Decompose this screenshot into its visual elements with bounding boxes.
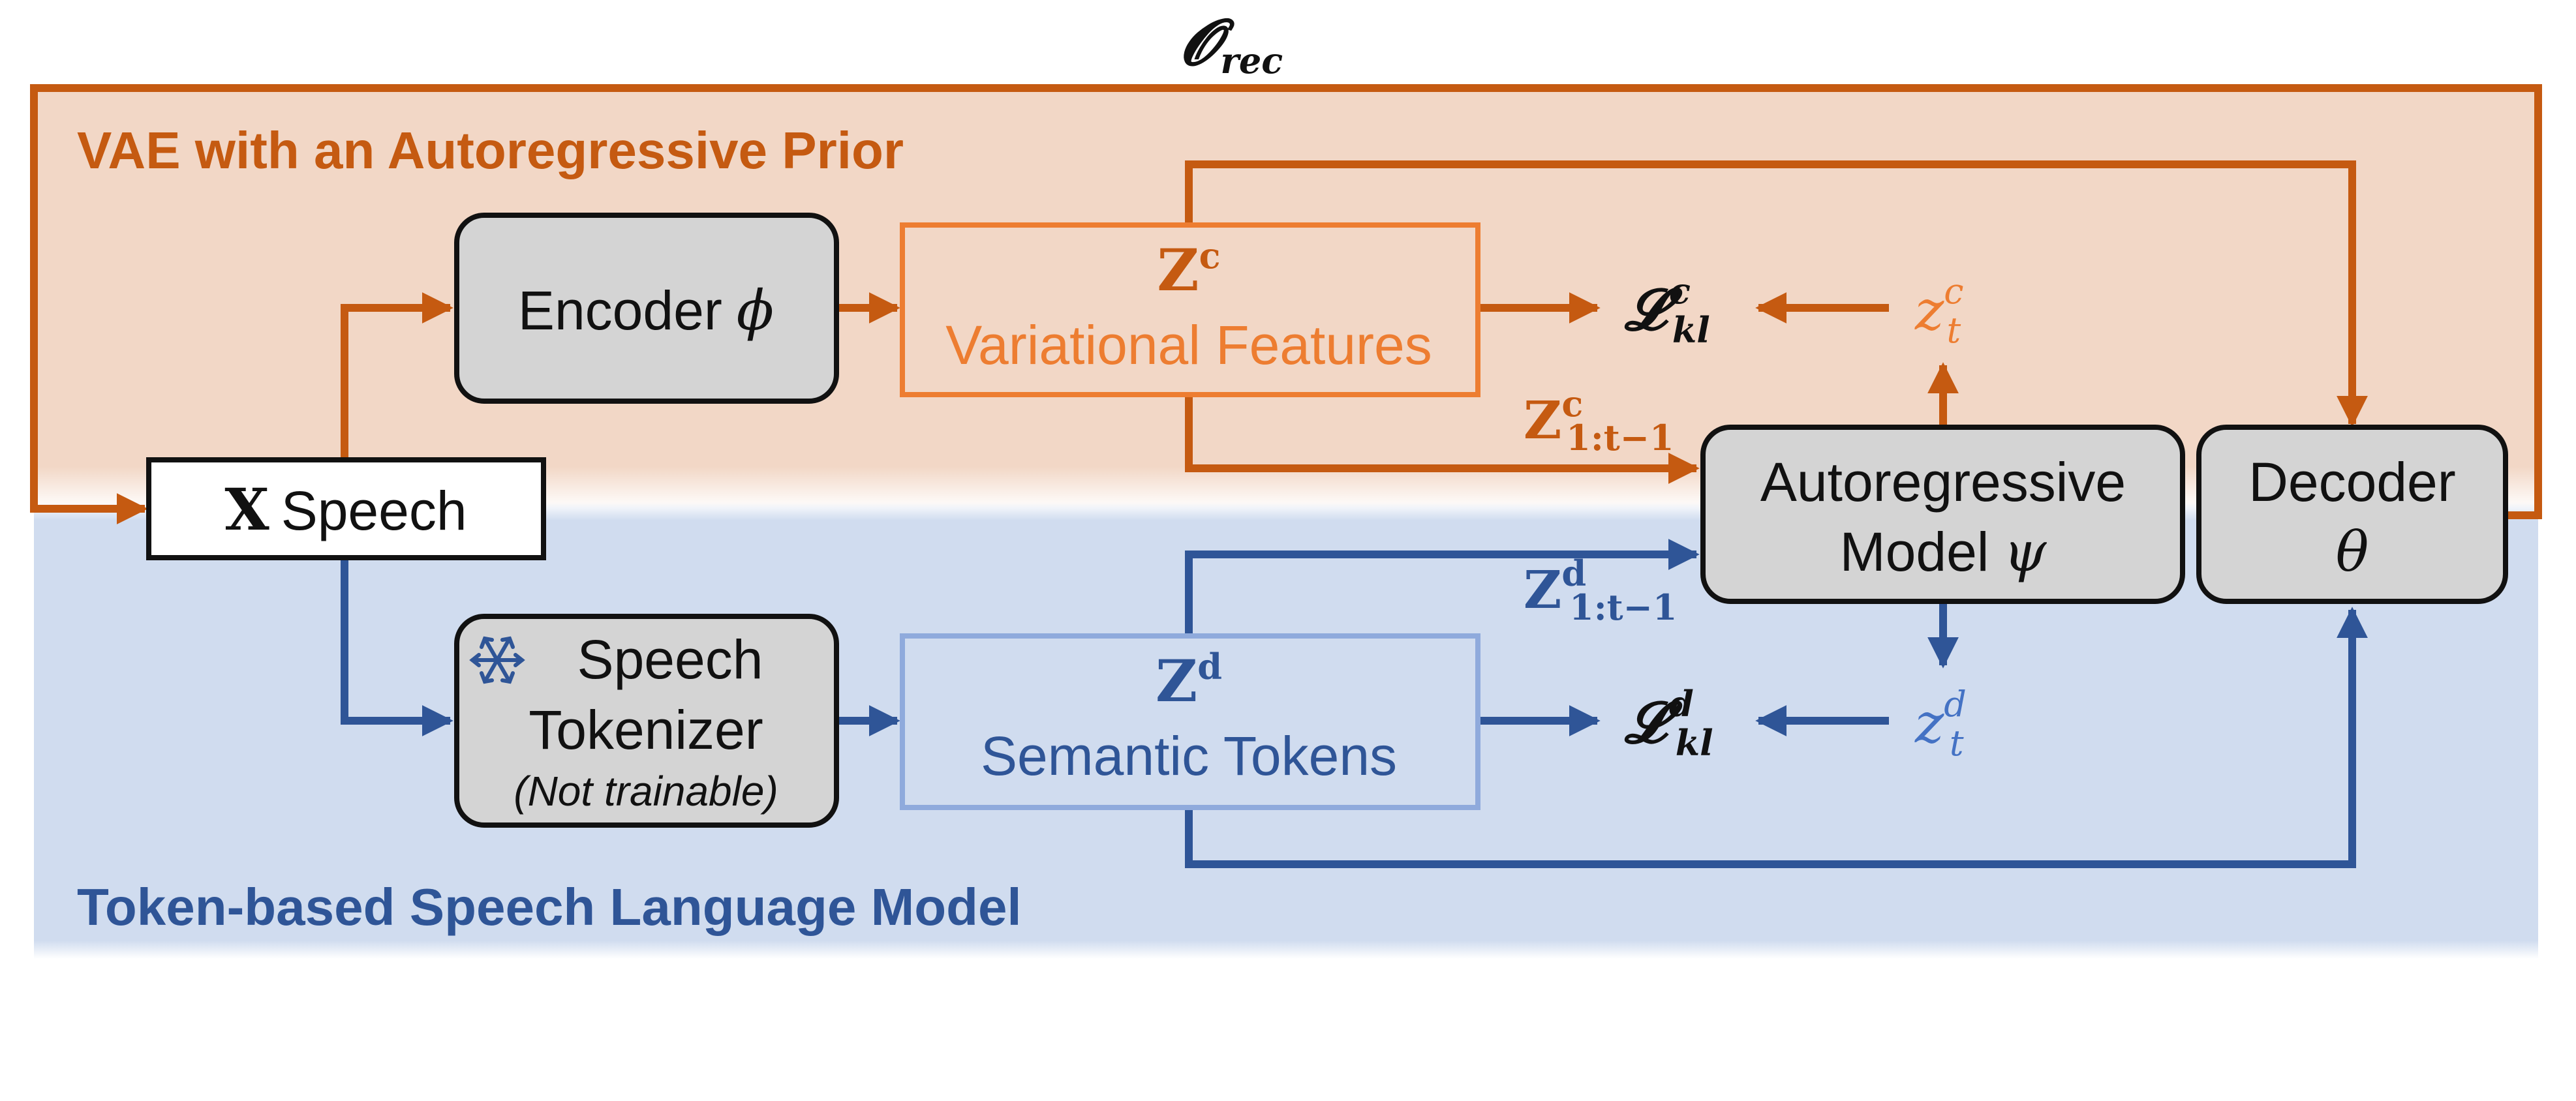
encoder-symbol: ϕ xyxy=(737,279,774,342)
encoder-label: Encoder xyxy=(518,280,722,341)
speech-label: Speech xyxy=(281,480,467,541)
vae-section-title: VAE with an Autoregressive Prior xyxy=(77,121,904,179)
tokenizer-label-line2: Tokenizer xyxy=(529,699,763,761)
decoder-box: Decoder θ xyxy=(2196,425,2508,604)
ar-label-line1: Autoregressive xyxy=(1760,451,2126,513)
ar-label-line2: Model xyxy=(1840,521,1989,582)
speech-symbol: X xyxy=(224,475,269,543)
features-to-decoder-arrow xyxy=(1185,160,2368,427)
variational-features-box: Zc Variational Features xyxy=(900,222,1480,397)
zd-symbol: Zd xyxy=(1156,646,1222,715)
speech-to-encoder-arrow xyxy=(341,292,453,460)
speech-tokenizer-box: Speech Tokenizer (Not trainable) xyxy=(454,614,839,828)
speech-to-tokenizer-arrow xyxy=(341,558,453,736)
tokens-to-ar-arrow xyxy=(1185,539,1700,636)
tokenizer-label-line1: Speech xyxy=(577,629,763,690)
slm-section-title: Token-based Speech Language Model xyxy=(77,878,1022,936)
decoder-label: Decoder xyxy=(2248,451,2456,513)
reconstruction-loss-label: 𝓞rec xyxy=(1181,5,1283,82)
snowflake-icon xyxy=(469,636,525,684)
recon-loop-arrow xyxy=(30,84,2542,524)
zc-symbol: Zc xyxy=(1157,235,1220,304)
features-to-ar-arrow xyxy=(1185,395,1700,484)
variational-features-label: Variational Features xyxy=(945,314,1432,376)
semantic-tokens-label: Semantic Tokens xyxy=(981,725,1397,787)
ar-symbol: ψ xyxy=(2003,520,2047,584)
decoder-symbol: θ xyxy=(2336,520,2369,584)
tokenizer-note: (Not trainable) xyxy=(514,768,778,815)
semantic-tokens-box: Zd Semantic Tokens xyxy=(900,633,1480,810)
tokens-to-decoder-arrow xyxy=(1185,607,2368,868)
